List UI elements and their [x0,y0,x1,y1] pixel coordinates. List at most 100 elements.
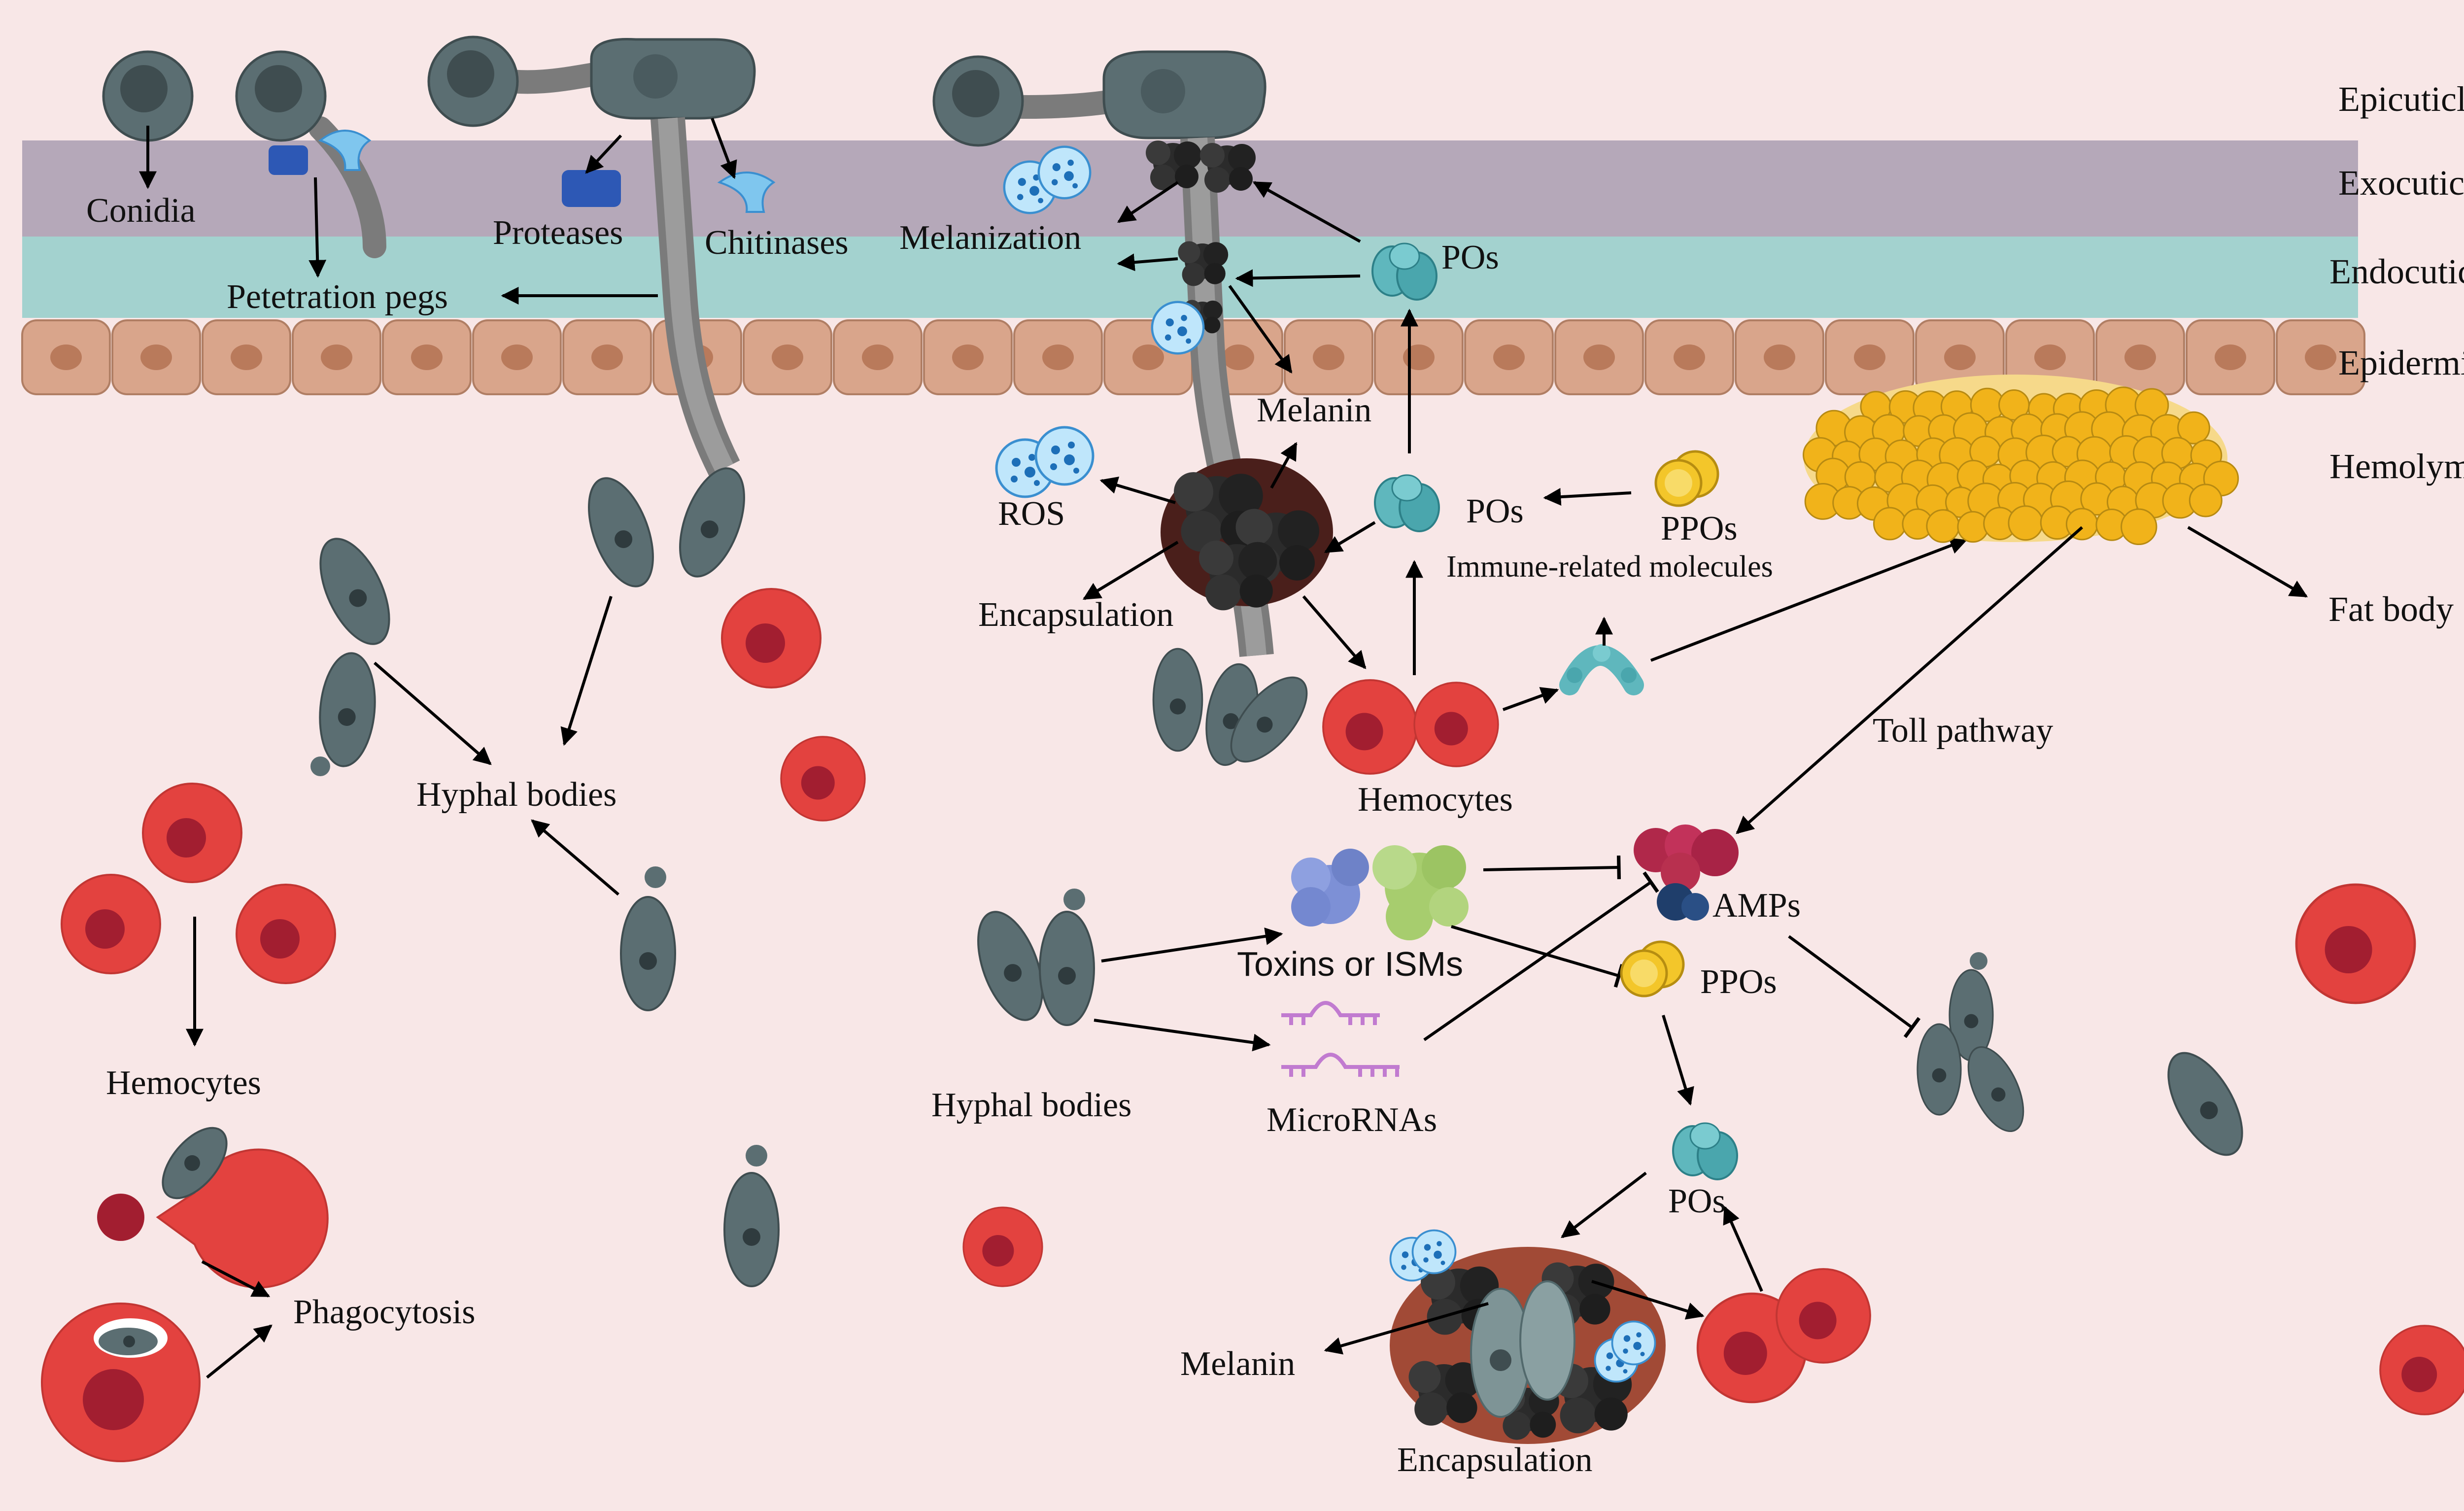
pos-mid-label: POs [1466,492,1524,530]
appressorium-left [427,35,756,476]
chitinases-label: Chitinases [705,224,849,262]
phagocyte-1 [97,1127,329,1289]
ros-label: ROS [998,495,1065,533]
epidermis-nucleus [1854,344,1885,370]
protease-icon [269,145,308,175]
hemocytes-label-center: Hemocytes [1358,781,1513,819]
epidermis-nucleus [50,344,82,370]
fat-body-label: Fat body [2328,589,2454,629]
ros-cluster-2 [1039,147,1090,198]
toll-pathway-label: Toll pathway [1873,712,2053,750]
hyphal-body-5 [620,866,676,1011]
hyphal-body-cluster-right [1916,952,2036,1140]
epidermis-nucleus [1493,344,1525,370]
fat-body-globule [2177,411,2210,445]
encapsulation-label-top: Encapsulation [978,596,1174,634]
chitinase-icon-2 [717,172,776,213]
hemocyte-right-2 [2379,1325,2464,1415]
chitinase-icon [318,130,372,171]
toxins-isms-icon [1291,845,1469,940]
toxins-isms-label: Toxins or ISMs [1237,945,1463,983]
fat-body-globule [2189,483,2223,517]
hemocyte-left-1 [721,588,821,688]
microrna-icon [1281,1001,1400,1077]
hemocyte-center-1 [1322,679,1418,775]
hemocyte-center-2 [1413,682,1499,767]
epidermis-nucleus [321,344,352,370]
endocuticle-label: Endocuticle [2329,252,2464,291]
fat-body-globule [2065,508,2098,541]
epidermis-label: Epidermis [2338,343,2464,382]
hyphal-bodies-label-left: Hyphal bodies [416,776,616,814]
epicuticle-label: Epicuticle [2338,79,2464,119]
epidermis-nucleus [2215,344,2246,370]
epidermis-nucleus [1944,344,1976,370]
protease-icon-2 [562,170,621,207]
hemocyte-left-6 [962,1206,1043,1287]
epidermis-nucleus [772,344,803,370]
epidermis-nucleus [952,344,984,370]
melanin-patch-1 [1146,140,1201,190]
melanin-label-bottom: Melanin [1180,1345,1295,1383]
epidermis-nucleus [1313,344,1344,370]
epidermis-nucleus [1583,344,1615,370]
pos-bottom-label: POs [1668,1182,1726,1220]
immune-molecules-label: Immune-related molecules [1446,550,1773,584]
hemocyte-left-5 [236,884,336,984]
hemocyte-left-3 [142,783,242,883]
encapsulation-label-bottom: Encapsulation [1397,1441,1593,1479]
conidium-1 [102,50,194,142]
epidermis-nucleus [411,344,443,370]
epidermis-nucleus [2034,344,2066,370]
epidermis-nucleus [231,344,262,370]
conidium-2 [235,50,386,258]
fat-body-globule [2121,508,2157,546]
hyphal-bodies-label-center: Hyphal bodies [931,1086,1131,1124]
ros-cluster-5 [1036,427,1093,484]
amps-icon [1634,824,1739,921]
fat-body-globule [1873,507,1907,541]
pos-top-label: POs [1441,239,1499,276]
phagocyte-2 [41,1303,201,1462]
encapsulation-cluster-bottom [1390,1247,1666,1444]
amps-label: AMPs [1712,887,1801,925]
exocuticle-label: Exocuticle [2338,163,2464,203]
micrornas-label: MicroRNAs [1266,1101,1437,1139]
ros-cluster-9 [1611,1320,1656,1366]
hemocyte-right-1 [2296,885,2415,1003]
hemocyte-left-2 [780,736,866,822]
hemocyte-bottom-2 [1776,1268,1871,1364]
epidermis-nucleus [1674,344,1705,370]
melanization-label: Melanization [899,219,1081,257]
fat-body [1803,375,2239,546]
epidermis-nucleus [862,344,893,370]
fat-body-globule [1926,509,1960,543]
proteases-label: Proteases [493,214,623,252]
hyphal-body-6 [723,1145,780,1287]
hyphal-body-11 [1039,889,1095,1026]
melanin-patch-3 [1178,241,1229,286]
melanin-patch-2 [1200,143,1256,193]
hyphal-body-4 [310,650,380,776]
ppos-top-label: PPOs [1661,510,1738,548]
hyphal-body-7 [1152,648,1203,752]
epidermis-nucleus [1403,344,1435,370]
epidermis-nucleus [1764,344,1795,370]
encapsulation-cluster-top [1161,458,1333,611]
ppos-bottom-label: PPOs [1700,963,1777,1001]
epidermis-nucleus [1223,344,1254,370]
epidermis-nucleus [140,344,172,370]
epidermis-nucleus [2305,344,2336,370]
ros-cluster-3 [1152,302,1203,353]
epidermis-nucleus [2124,344,2156,370]
conidia-label: Conidia [86,192,196,230]
penetration-pegs-label: Petetration pegs [227,278,448,316]
immune-molecule-icon [1559,644,1644,695]
ros-cluster-7 [1411,1229,1457,1274]
hemolymph-label: Hemolymph [2329,446,2464,486]
hemocytes-label-left: Hemocytes [106,1064,261,1102]
epidermis-nucleus [1132,344,1164,370]
epidermis-nucleus [591,344,623,370]
melanin-label-top: Melanin [1257,391,1371,429]
